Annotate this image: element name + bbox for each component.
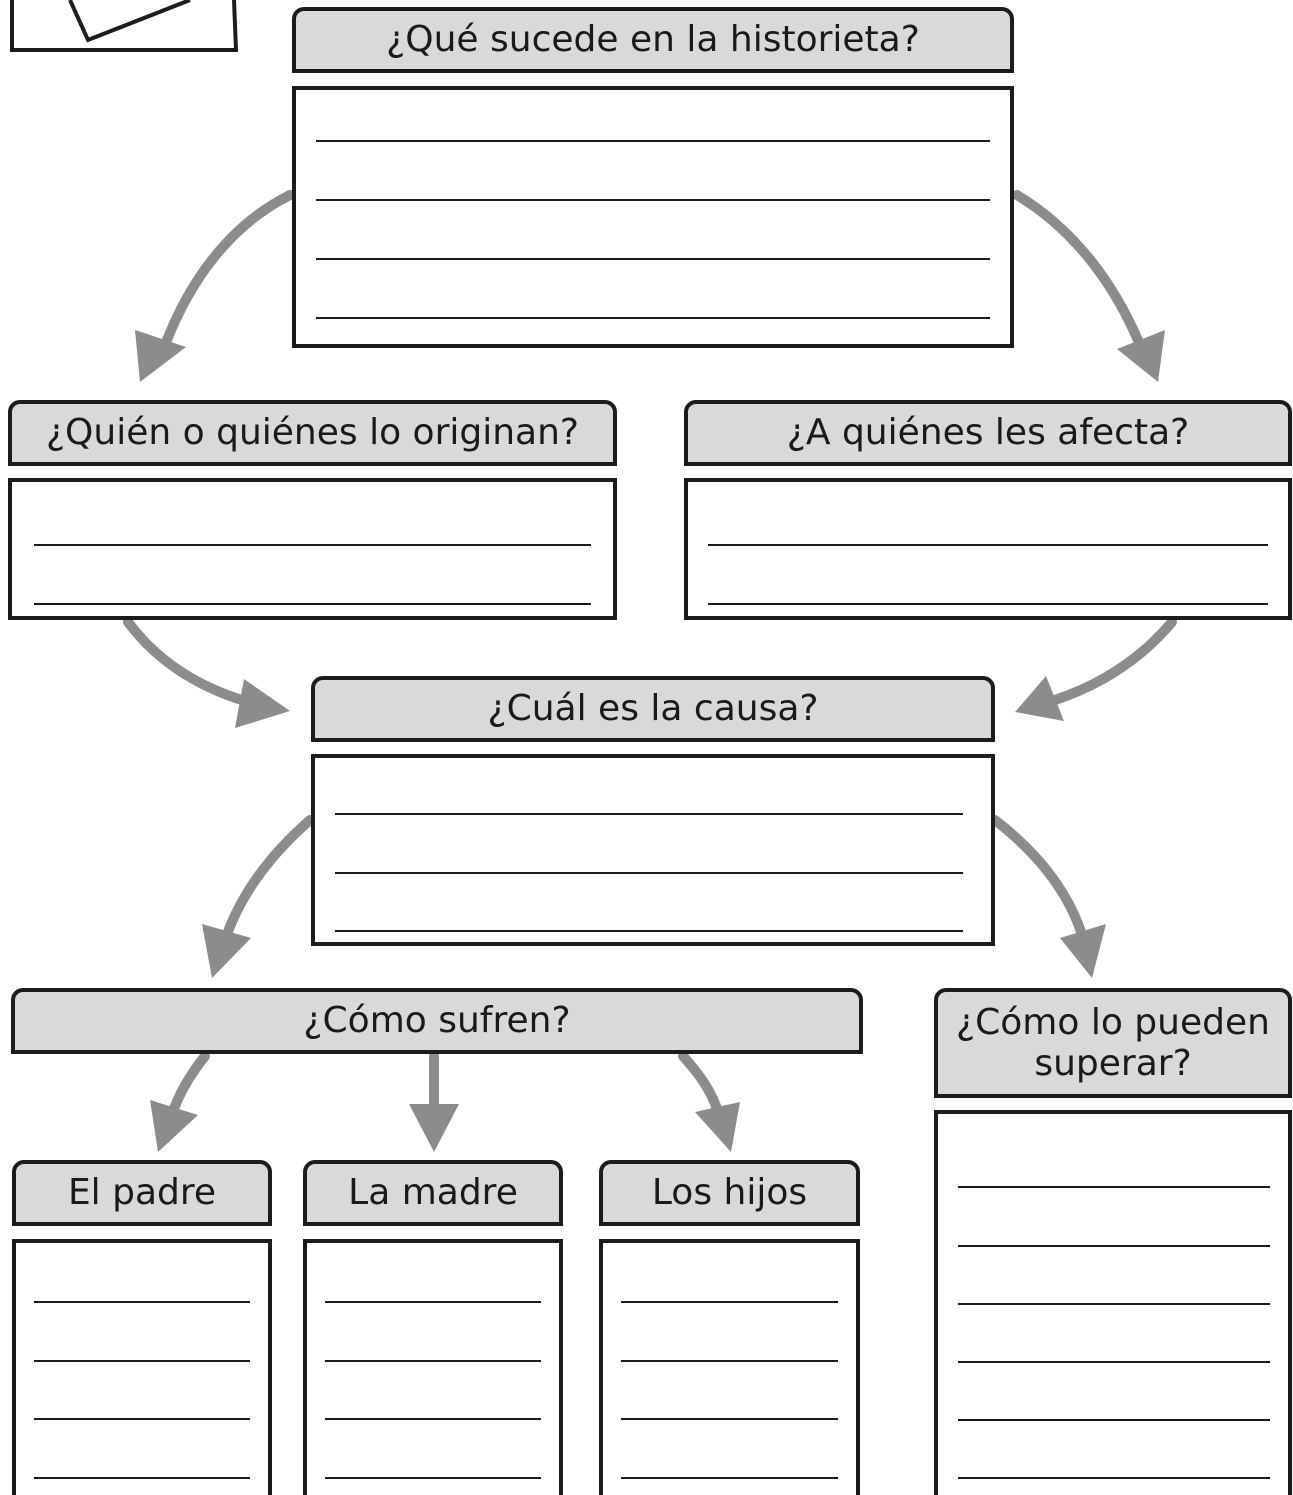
header-how-suffer: ¿Cómo sufren?: [11, 988, 863, 1054]
arrow-how-suffer-to-children: [678, 1051, 740, 1152]
arrow-how-suffer-to-father: [150, 1051, 210, 1152]
answer-line[interactable]: [621, 1301, 838, 1303]
answer-line[interactable]: [958, 1361, 1270, 1363]
answer-box-what-happens[interactable]: [292, 86, 1014, 348]
answer-line[interactable]: [958, 1303, 1270, 1305]
answer-line[interactable]: [34, 1477, 250, 1479]
answer-line[interactable]: [958, 1186, 1270, 1188]
answer-line[interactable]: [621, 1360, 838, 1362]
answer-line[interactable]: [325, 1477, 541, 1479]
answer-box-children[interactable]: [599, 1239, 860, 1495]
header-children: Los hijos: [599, 1160, 860, 1226]
arrow-what-to-who-causes: [135, 190, 295, 382]
answer-line[interactable]: [34, 544, 591, 546]
answer-line[interactable]: [708, 544, 1268, 546]
mother-label: La madre: [348, 1172, 518, 1214]
answer-line[interactable]: [316, 140, 990, 142]
answer-line[interactable]: [708, 603, 1268, 605]
arrow-who-affected-to-cause: [1015, 617, 1177, 721]
answer-line[interactable]: [335, 872, 963, 874]
answer-box-cause[interactable]: [311, 754, 995, 946]
answer-line[interactable]: [34, 1301, 250, 1303]
answer-line[interactable]: [335, 813, 963, 815]
header-cause: ¿Cuál es la causa?: [311, 676, 995, 742]
arrow-what-to-who-affected: [1012, 190, 1165, 382]
answer-line[interactable]: [325, 1360, 541, 1362]
header-father: El padre: [12, 1160, 272, 1226]
children-label: Los hijos: [651, 1172, 808, 1214]
answer-line[interactable]: [958, 1419, 1270, 1421]
who-causes-label: ¿Quién o quiénes lo originan?: [45, 412, 580, 454]
answer-line[interactable]: [621, 1477, 838, 1479]
answer-box-who-affected[interactable]: [684, 478, 1292, 620]
answer-box-father[interactable]: [12, 1239, 272, 1495]
answer-line[interactable]: [958, 1477, 1270, 1479]
answer-line[interactable]: [316, 258, 990, 260]
answer-line[interactable]: [335, 930, 963, 932]
arrow-cause-to-how-suffer: [202, 815, 315, 978]
header-who-affected: ¿A quiénes les afecta?: [684, 400, 1292, 466]
arrow-who-causes-to-cause: [123, 617, 290, 728]
answer-box-mother[interactable]: [303, 1239, 563, 1495]
arrow-how-suffer-to-mother: [409, 1051, 459, 1152]
answer-line[interactable]: [325, 1418, 541, 1420]
cause-label: ¿Cuál es la causa?: [487, 688, 819, 730]
answer-box-overcome[interactable]: [934, 1110, 1292, 1495]
answer-line[interactable]: [621, 1418, 838, 1420]
answer-box-who-causes[interactable]: [8, 478, 617, 620]
what-happens-label: ¿Qué sucede en la historieta?: [386, 19, 920, 61]
header-mother: La madre: [303, 1160, 563, 1226]
header-what-happens: ¿Qué sucede en la historieta?: [292, 7, 1014, 73]
paper-sheet-icon: [10, 0, 239, 52]
header-overcome: ¿Cómo lo pueden superar?: [934, 988, 1292, 1098]
answer-line[interactable]: [958, 1245, 1270, 1247]
answer-line[interactable]: [316, 199, 990, 201]
arrow-cause-to-overcome: [990, 815, 1106, 978]
answer-line[interactable]: [34, 603, 591, 605]
how-suffer-label: ¿Cómo sufren?: [303, 1000, 571, 1042]
answer-line[interactable]: [34, 1360, 250, 1362]
father-label: El padre: [67, 1172, 217, 1214]
overcome-label: ¿Cómo lo pueden superar?: [956, 1001, 1270, 1084]
answer-line[interactable]: [316, 317, 990, 319]
answer-line[interactable]: [325, 1301, 541, 1303]
answer-line[interactable]: [34, 1418, 250, 1420]
who-affected-label: ¿A quiénes les afecta?: [786, 412, 1190, 454]
header-who-causes: ¿Quién o quiénes lo originan?: [8, 400, 617, 466]
